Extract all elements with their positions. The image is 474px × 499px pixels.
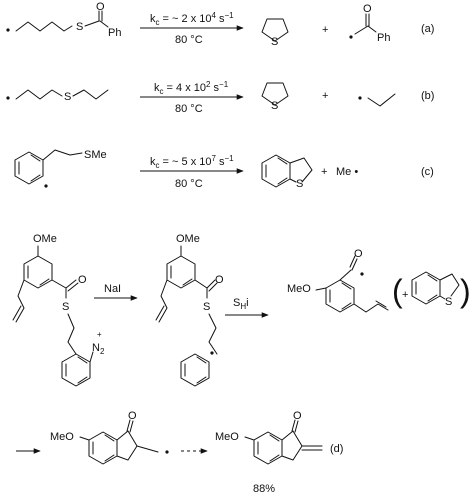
oxygen-atom: O — [354, 248, 363, 260]
reaction-tag: (a) — [421, 23, 434, 35]
methoxy-label: MeO — [50, 431, 74, 443]
oxygen-atom: O — [293, 410, 302, 422]
methoxy-label: MeO — [215, 431, 239, 443]
dihydrobenzothiophene-byproduct: S — [411, 271, 460, 308]
rate-constant: kc = ~ 2 x 104 s−1 — [150, 11, 234, 27]
sulfur-atom: S — [62, 301, 69, 313]
sequence-d: OMe O S N2 + NaI OMe — [12, 233, 471, 495]
reaction-c-arrow: kc = ~ 5 x 107 s−1 80 °C — [140, 154, 244, 190]
reaction-a: S O Ph kc = ~ 2 x 104 s−1 80 °C S + O Ph — [6, 1, 434, 48]
phenyl-label: Ph — [108, 27, 121, 39]
diazonium-label: N2 — [92, 342, 105, 356]
positive-charge: + — [97, 330, 102, 339]
radical-dot — [6, 28, 10, 32]
reaction-c-reactant: SMe — [14, 149, 107, 188]
temperature: 80 °C — [175, 178, 203, 190]
allyl-group — [15, 279, 25, 323]
methylthio-label: SMe — [84, 149, 107, 161]
anisole-ring — [166, 255, 196, 289]
bracket-open: ( — [392, 273, 403, 309]
plus-sign: + — [402, 289, 408, 301]
sulfur-atom: S — [445, 296, 452, 308]
alkyl-chain — [15, 89, 63, 100]
indanone-radical: MeO O — [50, 410, 169, 465]
methylene-indanone-product: MeO O — [215, 410, 323, 465]
reaction-b: S kc = 4 x 102 s−1 80 °C S + (b) — [6, 80, 434, 115]
reaction-tag: (d) — [330, 443, 343, 455]
acyl-radical: MeO O — [287, 248, 389, 313]
diazonium-substrate: OMe O S N2 + — [12, 233, 105, 387]
propyl-chain — [72, 89, 109, 100]
thiolane-product: S — [261, 18, 289, 48]
thioester-bond — [84, 20, 100, 27]
temperature: 80 °C — [175, 34, 203, 46]
radical-dot — [358, 96, 362, 100]
methoxy-label: OMe — [33, 233, 57, 245]
anisole-ring — [23, 255, 53, 289]
allyl-group — [353, 303, 389, 313]
radical-dot — [44, 184, 48, 188]
sulfur-atom: S — [271, 100, 278, 112]
ethyl-linker — [42, 149, 83, 161]
yield-label: 88% — [253, 483, 275, 495]
reaction-tag: (c) — [421, 166, 434, 178]
sulfur-atom: S — [64, 91, 71, 103]
sulfur-atom: S — [271, 36, 278, 48]
sulfur-atom: S — [203, 301, 210, 313]
methyl-radical: Me • — [336, 166, 358, 178]
propyl-radical — [358, 93, 396, 107]
bracket-close: ) — [460, 273, 471, 309]
radical-dot — [349, 35, 353, 39]
radical-dot — [165, 450, 169, 454]
reaction-b-arrow: kc = 4 x 102 s−1 80 °C — [140, 80, 244, 115]
reaction-a-reactant: S O Ph — [6, 1, 121, 39]
sulfur-atom: S — [76, 21, 83, 33]
benzoyl-radical: O Ph — [349, 3, 390, 44]
radical-dot — [360, 272, 364, 276]
reagent-label: SHi — [233, 297, 249, 311]
phenyl-bond — [99, 20, 109, 28]
oxygen-atom: O — [363, 3, 372, 15]
plus-sign: + — [322, 24, 328, 36]
radical-dot — [210, 351, 214, 355]
oxygen-atom: O — [78, 274, 87, 286]
oxygen-atom: O — [96, 1, 105, 13]
oxygen-atom: O — [128, 410, 137, 422]
sulfur-atom: S — [296, 178, 303, 190]
reaction-b-reactant: S — [6, 89, 109, 103]
methoxy-label: MeO — [287, 283, 311, 295]
temperature: 80 °C — [175, 103, 203, 115]
aryl-radical-intermediate: OMe O S — [155, 233, 224, 387]
rate-constant: kc = 4 x 102 s−1 — [154, 80, 229, 96]
oxygen-atom: O — [215, 274, 224, 286]
allyl-group — [158, 279, 168, 323]
reaction-tag: (b) — [421, 90, 434, 102]
reaction-a-arrow: kc = ~ 2 x 104 s−1 80 °C — [140, 11, 244, 46]
thiolane-product: S — [261, 82, 289, 112]
anisole-ring — [325, 279, 355, 313]
reagent-label: NaI — [104, 283, 121, 295]
reaction-c: SMe kc = ~ 5 x 107 s−1 80 °C S + Me • (c… — [14, 149, 434, 190]
plus-sign: + — [321, 166, 327, 178]
alkyl-chain — [15, 21, 73, 32]
aryl-ring — [180, 353, 210, 387]
methoxy-label: OMe — [176, 233, 200, 245]
phenyl-label: Ph — [377, 32, 390, 44]
plus-sign: + — [322, 90, 328, 102]
dihydrobenzothiophene-product: S — [261, 154, 313, 190]
radical-dot — [6, 96, 10, 100]
rate-constant: kc = ~ 5 x 107 s−1 — [150, 154, 234, 170]
